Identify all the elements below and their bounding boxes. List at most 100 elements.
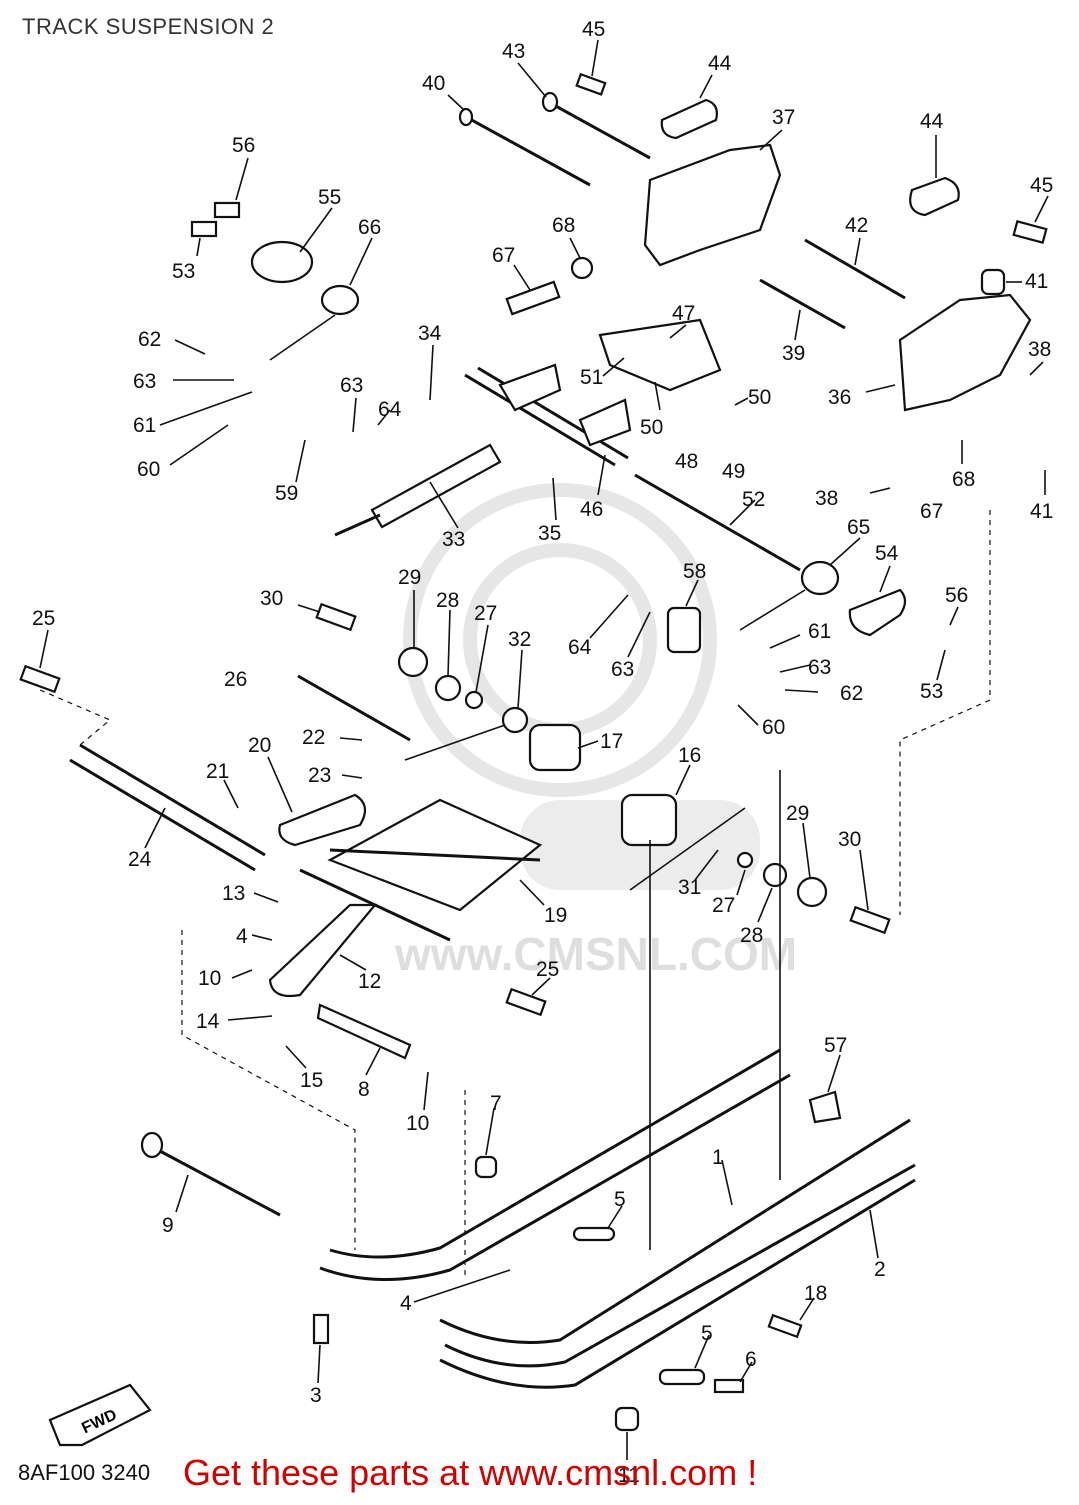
callout-c53b: 53 [920,680,943,703]
callout-c27b: 27 [712,894,735,917]
part-46-crossbar [464,363,632,467]
callout-c13: 13 [222,882,245,905]
callout-c62b: 62 [840,682,863,705]
part-65-spring [739,560,840,631]
part-5b-clip [658,1368,706,1386]
part-25a-bolt [19,664,61,694]
diagram-code: 8AF100 3240 [18,1460,151,1485]
part-31-spring [629,807,746,891]
callout-c68b: 68 [952,468,975,491]
part-2-slide [439,1118,916,1389]
part-52-rod [634,473,801,572]
callout-c20: 20 [248,734,271,757]
callout-c51: 51 [580,366,603,389]
callout-c5b: 5 [701,1322,713,1345]
callout-c41b: 41 [1030,500,1053,523]
callout-c45a: 45 [582,18,605,41]
part-45b-bolt [1012,220,1048,244]
callout-c7: 7 [490,1092,502,1115]
part-17-block [528,723,582,772]
callout-c14: 14 [196,1010,220,1033]
part-55-cap [250,240,314,284]
watermark-text: www.CMSNL.COM [394,928,797,980]
part-53a-bolt [190,220,218,238]
part-47-link [598,318,722,392]
guide-line-bracket [181,930,356,1250]
callout-c33: 33 [442,528,465,551]
part-12-arm [268,903,378,998]
callout-c45b: 45 [1030,174,1053,197]
callout-c16: 16 [678,744,701,767]
part-1-rail [319,1048,791,1281]
callout-c63b: 63 [340,374,363,397]
part-41a-bush [980,268,1006,296]
callout-c37: 37 [772,106,795,129]
callout-c30b: 30 [838,828,861,851]
callout-c63a: 63 [133,370,156,393]
callout-c26: 26 [224,668,247,691]
part-6-screw [713,1378,745,1394]
part-28a-bush [434,674,462,702]
part-29a-bush [397,646,429,678]
callout-c38a: 38 [1028,338,1051,361]
callout-c12: 12 [358,970,381,993]
callout-c39: 39 [782,342,805,365]
callout-c34: 34 [418,322,442,345]
part-25b-bolt [505,987,547,1017]
callout-c60a: 60 [137,458,160,481]
callout-c19: 19 [544,904,567,927]
part-27a-washer [464,690,484,710]
part-33-shock [334,443,502,537]
callout-c3: 3 [310,1384,322,1407]
callout-c62a: 62 [138,328,161,351]
callout-c2: 2 [874,1258,886,1281]
callout-c6: 6 [745,1348,757,1371]
part-29b-bush [796,876,828,908]
part-54-arm [848,588,907,637]
parts-group: FWD [19,72,1048,1447]
callout-c22: 22 [302,726,325,749]
part-32-spring [404,706,529,761]
part-11-cap [614,1406,640,1432]
part-44a-bracket [660,98,718,140]
part-40-bolt [458,107,591,187]
callout-c60b: 60 [762,716,785,739]
callout-c44b: 44 [920,110,944,133]
callout-c32: 32 [508,628,531,651]
callout-c64b: 64 [568,636,592,659]
callout-c63d: 63 [808,656,831,679]
part-37-plate [643,143,782,267]
part-56a-bolt [213,201,241,219]
part-44b-bracket [909,176,960,217]
callout-c10a: 10 [198,967,221,990]
callout-c54: 54 [875,542,899,565]
part-66-spring [269,284,360,361]
callout-c11: 11 [618,1464,640,1487]
callout-c15: 15 [300,1069,323,1092]
callout-c4b: 4 [400,1292,412,1315]
callout-c18: 18 [804,1282,827,1305]
part-7-bush [474,1155,498,1179]
callout-c56a: 56 [232,134,255,157]
callout-c52: 52 [742,488,765,511]
callout-c41a: 41 [1025,270,1048,293]
guide-line-right [899,510,991,915]
callout-c17: 17 [600,730,623,753]
callout-c31: 31 [678,876,701,899]
callout-c29a: 29 [398,566,421,589]
callout-c44a: 44 [708,52,732,75]
callout-c1: 1 [712,1146,724,1169]
callout-c10b: 10 [406,1112,429,1135]
callout-c36: 36 [828,386,851,409]
part-20-bracket [278,793,367,847]
callout-c47: 47 [672,302,695,325]
callout-c43: 43 [502,40,525,63]
part-3-screw [312,1313,330,1345]
callout-c56b: 56 [945,584,968,607]
get-parts-link[interactable]: Get these parts at www.cmsnl.com ! [183,1452,758,1493]
diagram-title: TRACK SUSPENSION 2 [22,14,275,39]
callout-c4a: 4 [236,925,248,948]
callout-c53a: 53 [172,260,195,283]
part-36-plate [898,293,1032,412]
